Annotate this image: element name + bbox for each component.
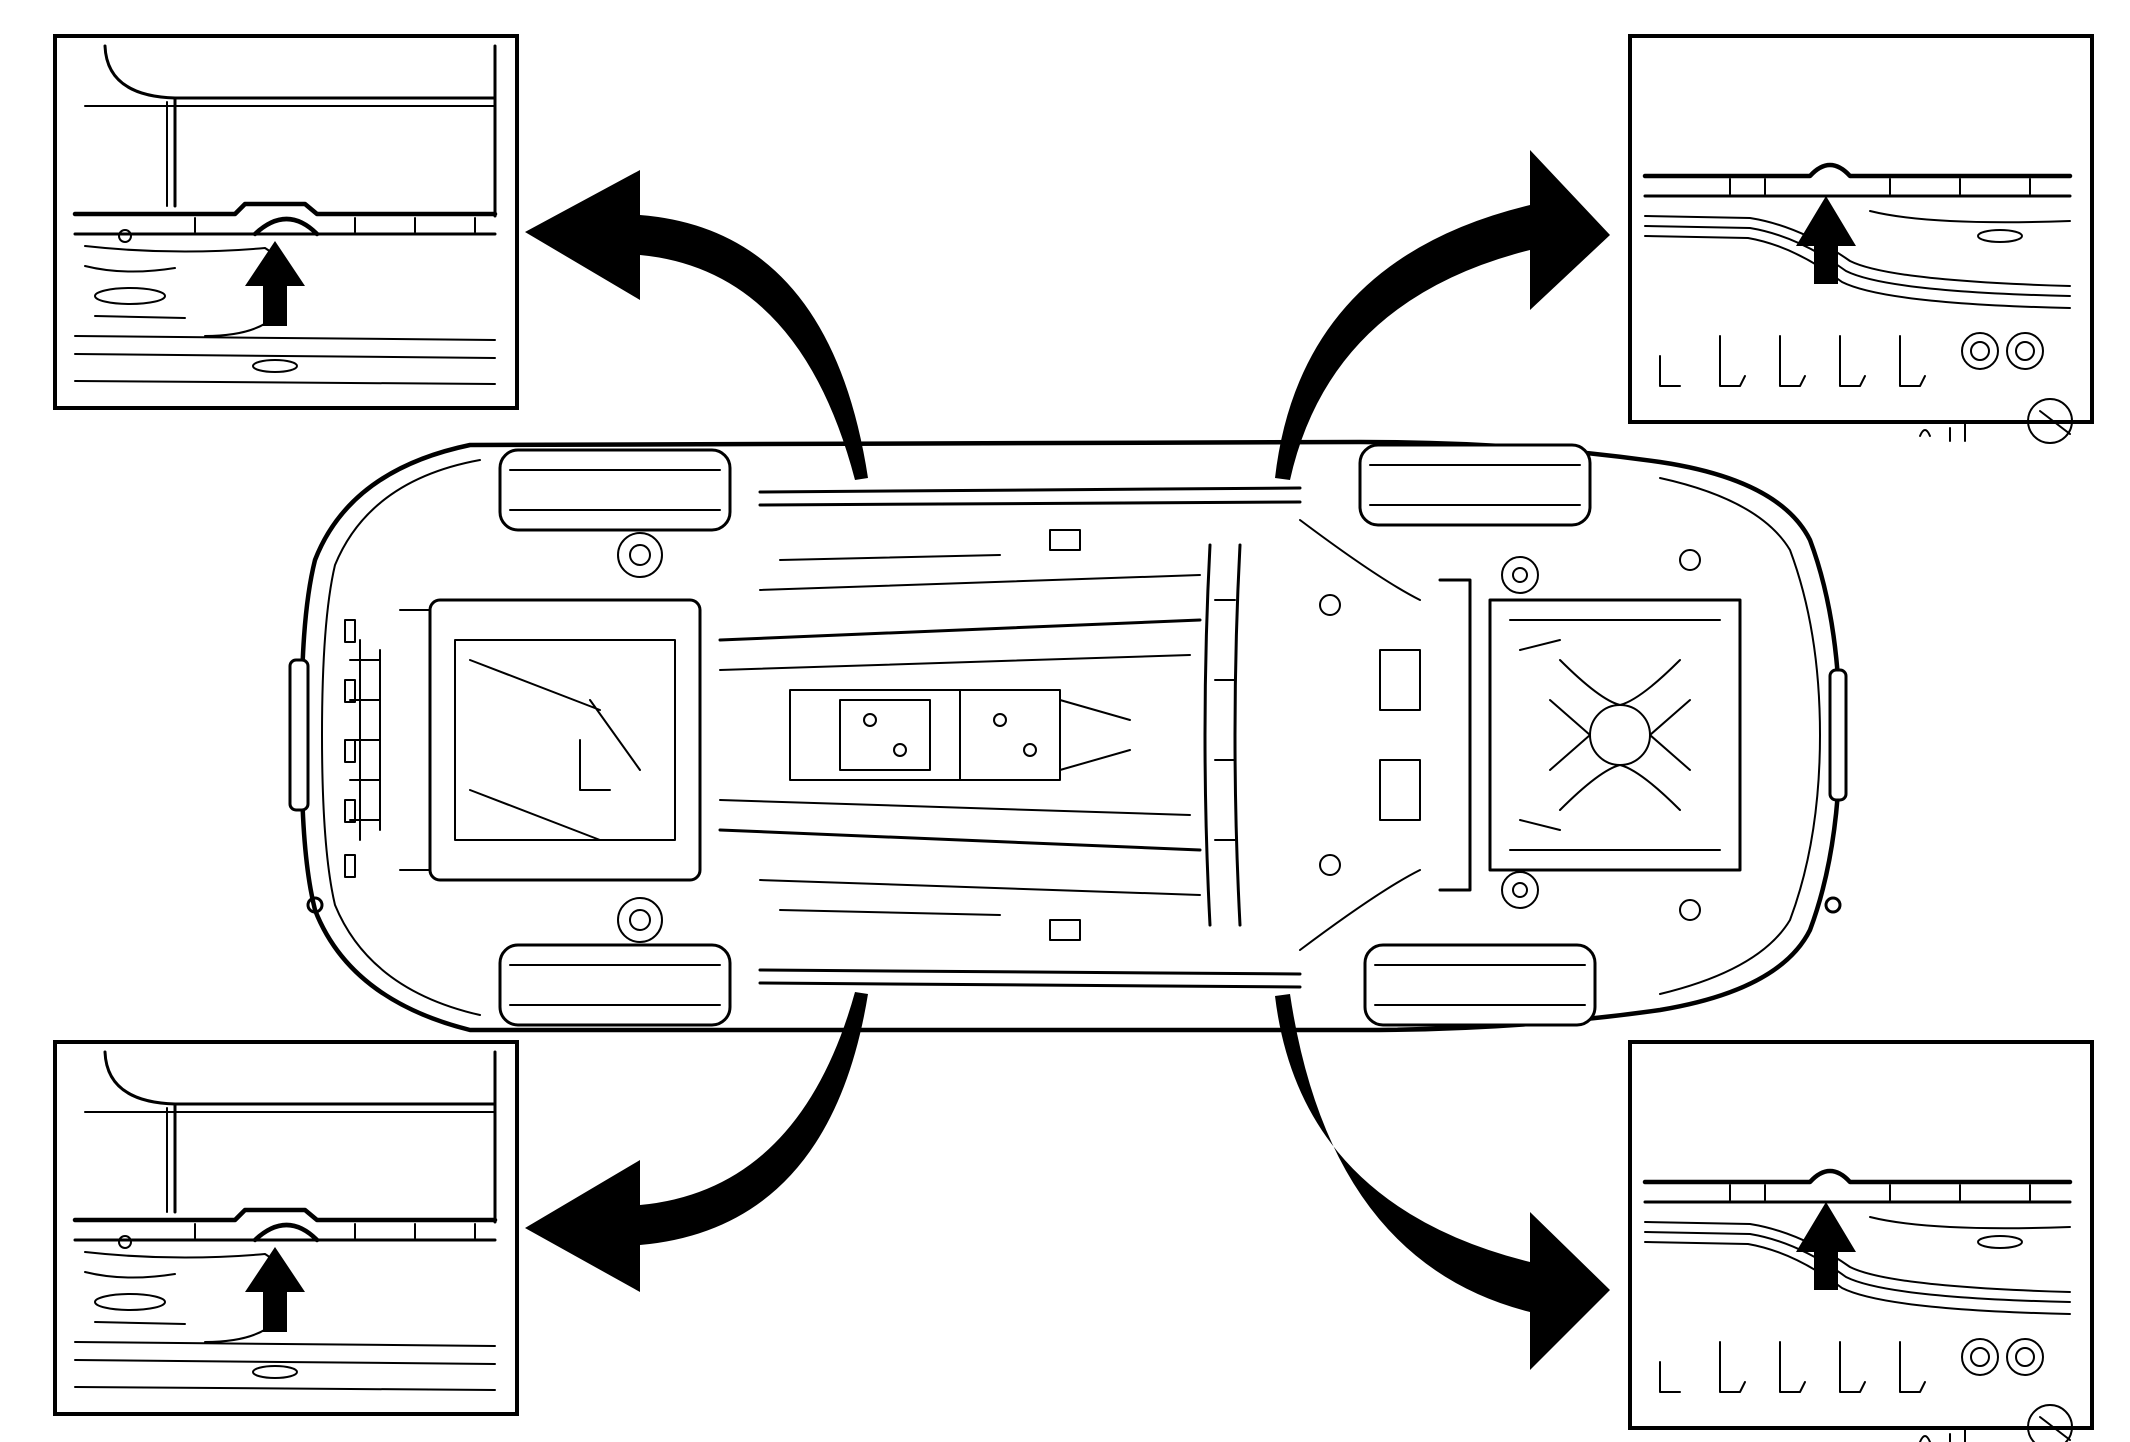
callout-rear-left [55, 1042, 517, 1414]
wheel-rear-left [1358, 443, 1592, 527]
curved-arrow-icon-rear-left [525, 992, 868, 1292]
cross-member [1203, 519, 1421, 951]
rear-suspension [1319, 549, 1742, 921]
front-fascia [344, 619, 356, 878]
curved-arrow-icon-front-left [525, 170, 868, 480]
callout-front-left [55, 36, 517, 408]
callout-rear-right [1630, 1042, 2092, 1442]
front-subframe [349, 532, 702, 943]
vehicle-underbody [288, 439, 1848, 1033]
wheel-front-right [498, 943, 732, 1027]
callout-front-right [1630, 36, 2092, 443]
curved-arrow-icon-front-right [1275, 150, 1610, 480]
wheel-rear-right [1363, 943, 1597, 1027]
center-tunnel [718, 529, 1202, 941]
wheel-front-left [498, 448, 732, 532]
curved-arrow-icon-rear-right [1275, 994, 1610, 1370]
